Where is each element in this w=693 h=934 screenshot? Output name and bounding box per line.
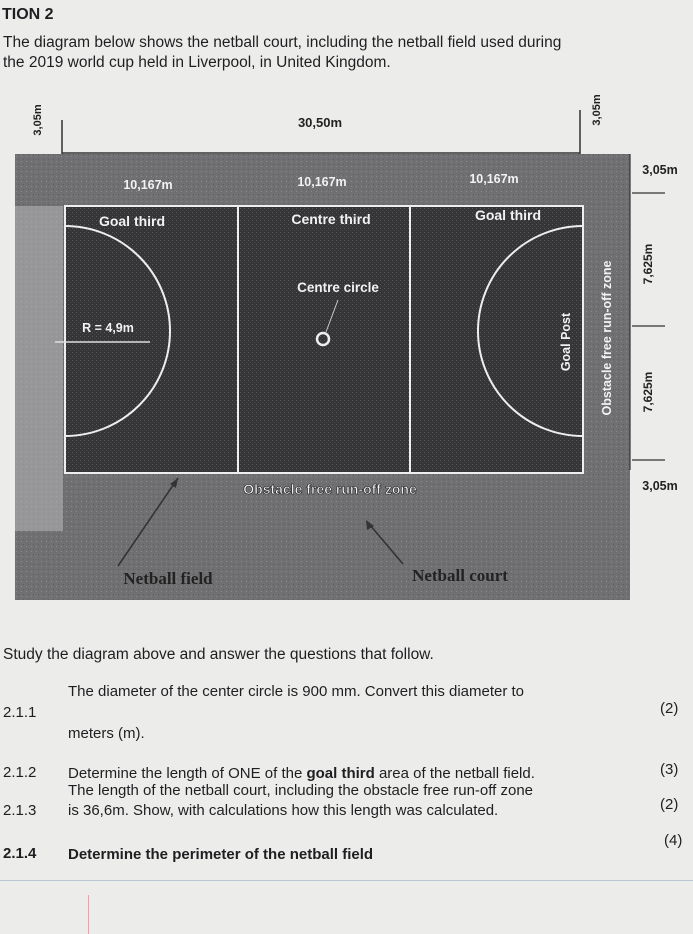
- intro-line-2: the 2019 world cup held in Liverpool, in…: [3, 54, 391, 71]
- q3-line-1: The length of the netball court, includi…: [68, 782, 534, 799]
- section-heading: TION 2: [2, 6, 54, 23]
- third-name-3: Goal third: [475, 207, 541, 223]
- goal-post-label: Goal Post: [559, 312, 573, 371]
- right-goal-circle: [477, 225, 584, 437]
- centre-circle: [315, 331, 331, 347]
- third-name-2: Centre third: [291, 211, 370, 227]
- right-gap-label: 3,05m: [591, 94, 603, 125]
- third-length-3: 10,167m: [469, 172, 518, 186]
- netball-court: [64, 205, 584, 474]
- q2-text-bold: goal third: [306, 765, 375, 782]
- netball-field-label: Netball field: [123, 569, 213, 588]
- netball-court-arrow: [369, 524, 404, 565]
- left-strip: [15, 206, 63, 531]
- left-goal-circle: [64, 225, 171, 437]
- radius-label: R = 4,9m: [82, 321, 134, 335]
- top-runoff-dim: 3,05m: [642, 163, 677, 177]
- q1-line-2: meters (m).: [68, 725, 145, 742]
- third-name-1: Goal third: [99, 213, 165, 229]
- q2-text-before: Determine the length of ONE of the: [68, 765, 307, 782]
- netball-field-arrowhead: [170, 478, 178, 488]
- left-gap-label: 3,05m: [32, 104, 44, 135]
- margin-line: [88, 895, 89, 934]
- q2-text: Determine the length of ONE of the goal …: [68, 764, 535, 783]
- q4-text: Determine the perimeter of the netball f…: [68, 846, 374, 863]
- centre-circle-pointer: [325, 299, 339, 333]
- netball-court-diagram: 30,50m 3,05m 3,05m R = 4,9m 10,167m 10,1…: [15, 94, 678, 600]
- netball-court-arrowhead: [366, 520, 374, 530]
- half-width-top: 7,625m: [641, 244, 655, 285]
- netball-court-label: Netball court: [412, 566, 508, 585]
- centre-circle-label: Centre circle: [297, 280, 379, 295]
- runoff-bottom-label: Obstacle free run-off zone: [243, 481, 417, 497]
- q2-number: 2.1.2: [3, 764, 37, 781]
- width-dim-label: 30,50m: [298, 115, 342, 130]
- q1-number: 2.1.1: [3, 704, 37, 721]
- runoff-vertical-label: Obstacle free run-off zone: [600, 261, 614, 416]
- q3-line-2: is 36,6m. Show, with calculations how th…: [68, 802, 499, 819]
- q2-marks: (3): [660, 761, 679, 778]
- q1-line-1: The diameter of the center circle is 900…: [68, 683, 525, 700]
- half-width-bottom: 7,625m: [641, 372, 655, 413]
- q2-text-after: area of the netball field.: [374, 765, 535, 782]
- third-length-1: 10,167m: [123, 178, 172, 192]
- bottom-runoff-dim: 3,05m: [642, 479, 677, 493]
- q4-number: 2.1.4: [3, 845, 37, 862]
- q4-marks: (4): [664, 832, 683, 849]
- q3-number: 2.1.3: [3, 802, 37, 819]
- instructions: Study the diagram above and answer the q…: [3, 646, 434, 663]
- ruled-line: [0, 880, 693, 881]
- netball-field-arrow: [117, 477, 179, 567]
- q3-marks: (2): [660, 796, 679, 813]
- q1-marks: (2): [660, 700, 679, 717]
- intro-line-1: The diagram below shows the netball cour…: [3, 34, 562, 51]
- third-length-2: 10,167m: [297, 175, 346, 189]
